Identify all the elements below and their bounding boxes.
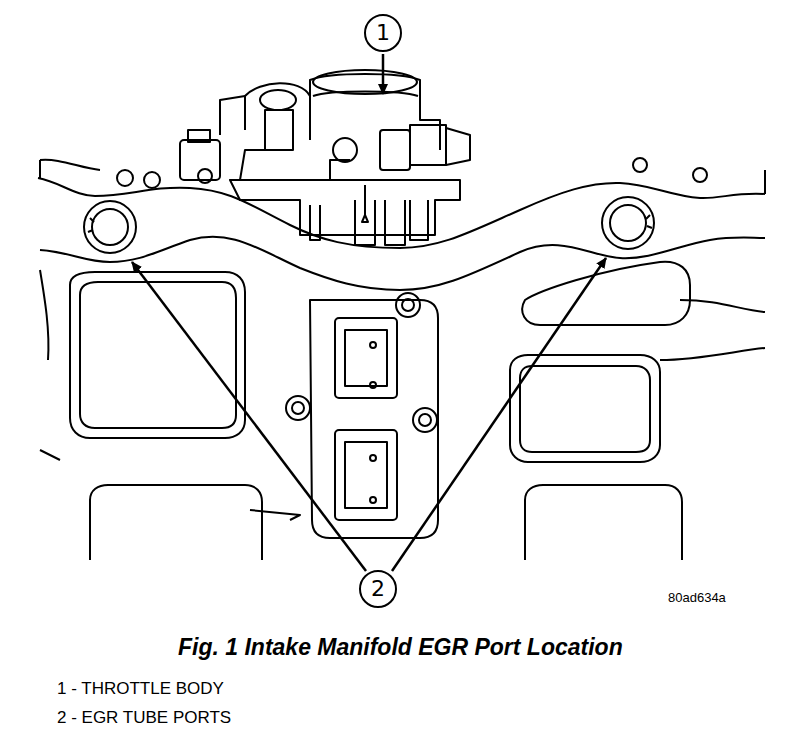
- figure-code: 80ad634a: [668, 590, 726, 605]
- legend-entry: 2 - EGR TUBE PORTS: [57, 708, 231, 728]
- callout-number: 1: [376, 22, 390, 44]
- callout-number: 2: [371, 578, 385, 600]
- callout-circle: 1: [364, 14, 402, 52]
- callout-circle: 2: [359, 570, 397, 608]
- figure-caption: Fig. 1 Intake Manifold EGR Port Location: [178, 634, 623, 661]
- legend-entry: 1 - THROTTLE BODY: [57, 679, 224, 699]
